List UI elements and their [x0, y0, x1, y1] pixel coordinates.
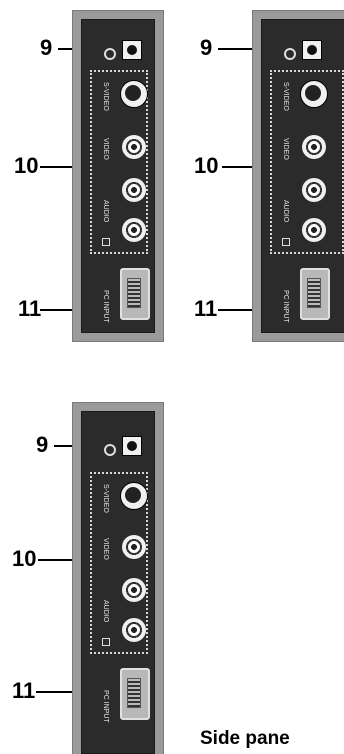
panel-face: S-VIDEO VIDEO AUDIO PC INPUT: [261, 19, 344, 333]
svideo-label: S-VIDEO: [102, 484, 109, 513]
figure-caption: Side pane: [200, 728, 290, 749]
callout-10: 10: [194, 153, 219, 178]
av-input-group: [90, 70, 148, 254]
audio-left-jack: [302, 178, 326, 202]
audio-left-jack: [122, 578, 146, 602]
callout-9: 9: [36, 432, 49, 457]
lock-icon: [104, 48, 116, 60]
leader-line: [222, 166, 266, 168]
leader-line: [218, 48, 270, 50]
vga-port: [300, 268, 330, 320]
vga-port: [120, 668, 150, 720]
connector-panel: S-VIDEO VIDEO AUDIO PC INPUT: [72, 402, 164, 754]
audio-label: AUDIO: [102, 600, 109, 623]
audio-label: AUDIO: [282, 200, 289, 223]
callout-10: 10: [12, 546, 37, 571]
callout-11: 11: [194, 296, 218, 321]
pc-input-label: PC INPUT: [102, 290, 109, 323]
svideo-port: [120, 482, 148, 510]
video-label: VIDEO: [282, 138, 289, 160]
lock-icon: [104, 444, 116, 456]
audio-square-marker: [102, 238, 110, 246]
leader-line: [218, 309, 270, 311]
vga-port: [120, 268, 150, 320]
audio-square-marker: [282, 238, 290, 246]
audio-label: AUDIO: [102, 200, 109, 223]
video-label: VIDEO: [102, 138, 109, 160]
lock-icon: [284, 48, 296, 60]
svideo-port: [120, 80, 148, 108]
svideo-label: S-VIDEO: [102, 82, 109, 111]
av-input-group: [90, 472, 148, 654]
audio-left-jack: [122, 178, 146, 202]
connector-panel: S-VIDEO VIDEO AUDIO PC INPUT: [72, 10, 164, 342]
leader-line: [40, 166, 100, 168]
svideo-label: S-VIDEO: [282, 82, 289, 111]
leader-line: [38, 559, 100, 561]
callout-9: 9: [200, 35, 213, 60]
callout-11: 11: [12, 678, 36, 703]
pc-input-label: PC INPUT: [102, 690, 109, 723]
audio-right-jack: [302, 218, 326, 242]
svideo-port: [300, 80, 328, 108]
video-label: VIDEO: [102, 538, 109, 560]
headphone-jack: [122, 40, 142, 60]
video-jack: [122, 135, 146, 159]
video-jack: [302, 135, 326, 159]
panel-face: S-VIDEO VIDEO AUDIO PC INPUT: [81, 411, 155, 754]
headphone-jack: [302, 40, 322, 60]
callout-9: 9: [40, 35, 53, 60]
video-jack: [122, 535, 146, 559]
audio-square-marker: [102, 638, 110, 646]
callout-10: 10: [14, 153, 39, 178]
pc-input-label: PC INPUT: [282, 290, 289, 323]
panel-face: S-VIDEO VIDEO AUDIO PC INPUT: [81, 19, 155, 333]
callout-11: 11: [18, 296, 42, 321]
headphone-jack: [122, 436, 142, 456]
av-input-group: [270, 70, 344, 254]
audio-right-jack: [122, 618, 146, 642]
connector-panel: S-VIDEO VIDEO AUDIO PC INPUT: [252, 10, 344, 342]
audio-right-jack: [122, 218, 146, 242]
